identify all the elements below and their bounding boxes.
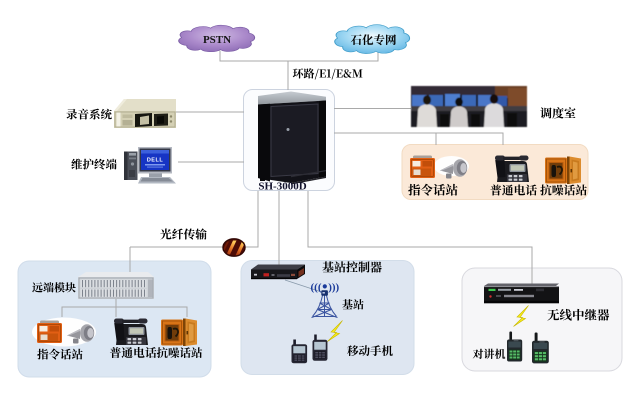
svg-text:))): )))	[328, 281, 339, 293]
svg-text:PSTN: PSTN	[203, 34, 231, 46]
svg-text:SH-3000D: SH-3000D	[258, 181, 306, 193]
svg-text:DELL: DELL	[147, 158, 164, 164]
svg-text:(((: (((	[311, 281, 322, 293]
